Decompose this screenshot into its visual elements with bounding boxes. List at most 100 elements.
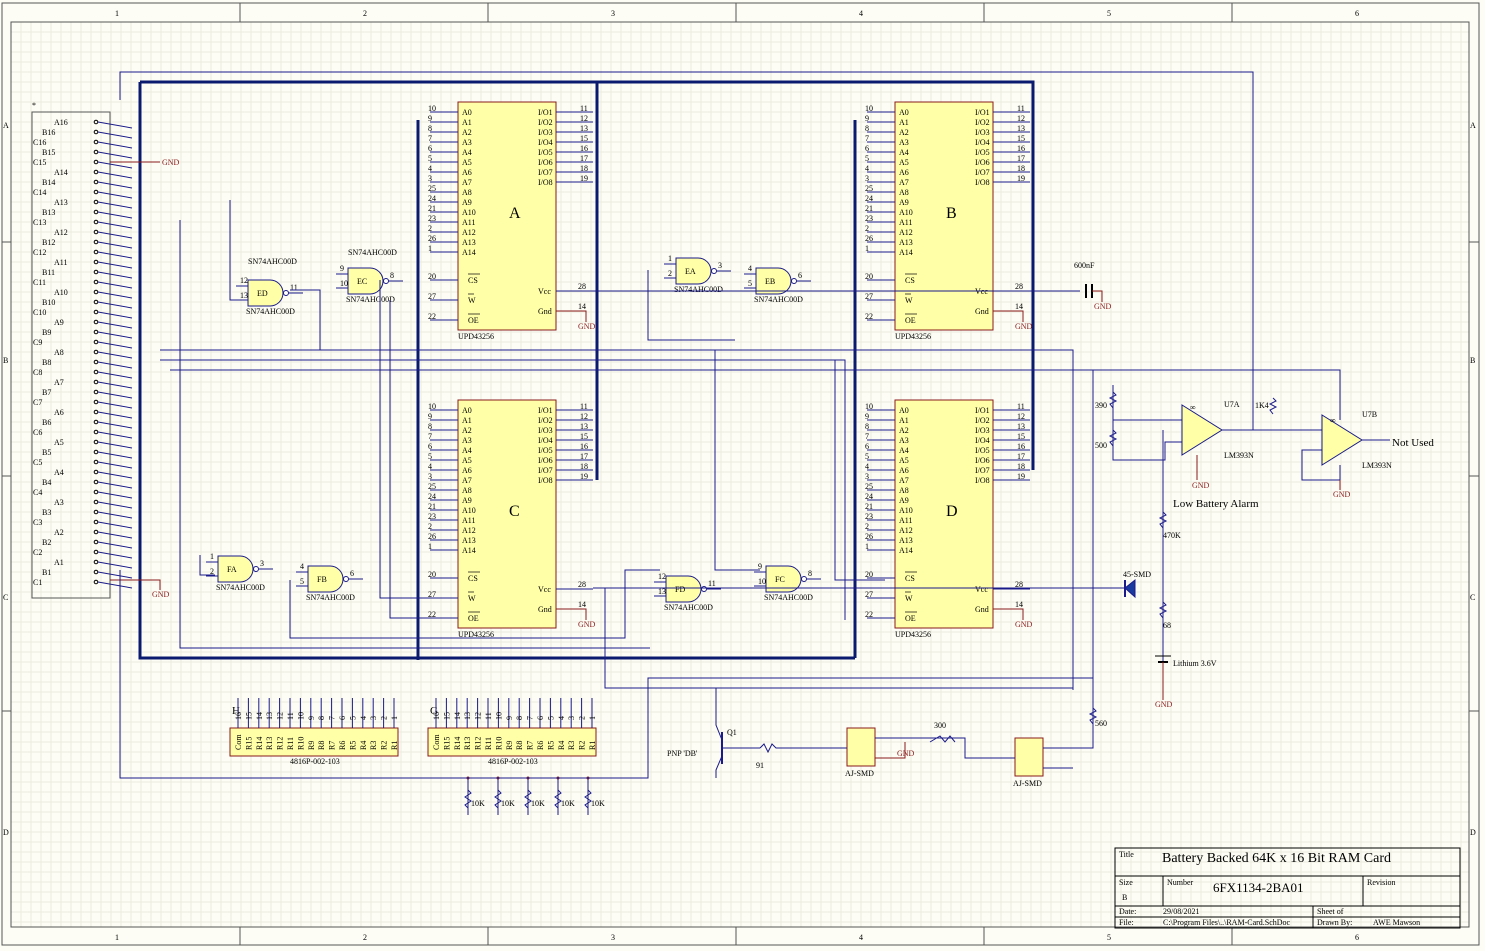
pin-number: 22 (428, 312, 436, 321)
connector-pin-label: B11 (42, 268, 55, 277)
address-pin-label: A12 (462, 526, 476, 535)
resistor-470k: 470K (1163, 531, 1181, 540)
pack-pin-label: R6 (338, 741, 347, 750)
pin-number: 12 (474, 712, 483, 720)
connector-pin-label: C16 (33, 138, 46, 147)
address-pin-label: A9 (899, 198, 909, 207)
pin-number: 1 (390, 716, 399, 720)
pin-number: 15 (580, 134, 588, 143)
pin-number: 23 (428, 512, 436, 521)
resistor-560: 560 (1095, 719, 1107, 728)
connector-pin-label: B4 (42, 478, 51, 487)
pin-number: 10 (340, 279, 348, 288)
pin-number: 3 (260, 559, 264, 568)
pin-number: 14 (578, 302, 586, 311)
pin-number: 9 (428, 412, 432, 421)
zone-row-left: A (3, 121, 9, 130)
pack-pin-label: Com (432, 734, 441, 750)
pin-number: 5 (348, 716, 357, 720)
pin-number: 11 (484, 712, 493, 720)
pin-number: 7 (428, 432, 432, 441)
address-pin-label: A4 (899, 446, 909, 455)
pin-number: 1 (865, 244, 869, 253)
pin-number: 2 (578, 716, 587, 720)
pin-number: 9 (340, 264, 344, 273)
pin-number: 8 (428, 422, 432, 431)
address-pin-label: A14 (899, 248, 913, 257)
pin-number: 2 (865, 522, 869, 531)
opamp-part-number: LM393N (1362, 461, 1392, 470)
zone-col-bottom: 6 (1355, 933, 1359, 942)
pack-pin-label: R12 (474, 737, 483, 750)
data-pin-label: I/O2 (538, 416, 553, 425)
zone-col-bottom: 2 (363, 933, 367, 942)
vcc-pin-label: Vcc (538, 287, 551, 296)
connector-pin-label: B16 (42, 128, 55, 137)
address-pin-label: A0 (899, 406, 909, 415)
address-pin-label: A10 (899, 208, 913, 217)
pin-number: 10 (428, 402, 436, 411)
address-pin-label: A1 (462, 118, 472, 127)
address-pin-label: A2 (899, 426, 909, 435)
data-pin-label: I/O1 (975, 406, 990, 415)
pin-number: 8 (390, 271, 394, 280)
control-pin-label: CS (468, 574, 478, 583)
connector-pin-label: C6 (33, 428, 42, 437)
connector-pin-label: A14 (54, 168, 68, 177)
pin-number: 18 (580, 164, 588, 173)
pack-pin-label: R3 (567, 741, 576, 750)
pin-number: 17 (1017, 452, 1025, 461)
address-pin-label: A5 (899, 456, 909, 465)
pin-number: 12 (658, 572, 666, 581)
pack-pin-label: R9 (505, 741, 514, 750)
pin-number: 26 (428, 532, 436, 541)
data-pin-label: I/O6 (538, 456, 553, 465)
pin-number: 14 (453, 712, 462, 720)
data-pin-label: I/O7 (975, 466, 990, 475)
chip-part-number: UPD43256 (895, 630, 931, 639)
data-pin-label: I/O1 (538, 406, 553, 415)
gate-part-number: SN74AHC00D (764, 593, 813, 602)
pack-pin-label: R5 (348, 741, 357, 750)
gate-designator: FC (775, 575, 785, 584)
connector-pin-label: B7 (42, 388, 51, 397)
address-pin-label: A5 (462, 456, 472, 465)
pin-number: 6 (428, 144, 432, 153)
pack-pin-label: R13 (463, 737, 472, 750)
pin-number: 11 (580, 104, 588, 113)
address-pin-label: A11 (899, 218, 912, 227)
pin-number: 19 (1017, 472, 1025, 481)
pin-number: 15 (442, 712, 451, 720)
zone-row-left: D (3, 828, 9, 837)
pack-pin-label: R2 (380, 741, 389, 750)
pin-number: 11 (1017, 104, 1025, 113)
address-pin-label: A8 (899, 486, 909, 495)
data-pin-label: I/O8 (538, 476, 553, 485)
pin-number: 2 (865, 224, 869, 233)
address-pin-label: A10 (899, 506, 913, 515)
pin-number: 27 (428, 590, 436, 599)
pin-number: 13 (580, 124, 588, 133)
diode-label: 45-SMD (1123, 570, 1151, 579)
pin-number: 20 (865, 570, 873, 579)
data-pin-label: I/O1 (538, 108, 553, 117)
pin-number: 1 (865, 542, 869, 551)
pack-pin-label: R11 (484, 737, 493, 750)
address-pin-label: A6 (899, 466, 909, 475)
pin-number: 4 (557, 716, 566, 720)
pin-number: 26 (865, 532, 873, 541)
pin-number: 14 (1015, 302, 1023, 311)
zone-row-right: D (1470, 828, 1476, 837)
gate-designator: EA (685, 267, 696, 276)
pack-part-number: 4816P-002-103 (488, 757, 538, 766)
pin-number: 6 (536, 716, 545, 720)
pin-number: 10 (758, 577, 766, 586)
memory-chip-d: DUPD43256A010A19A28A37A46A55A64A73A825A9… (865, 399, 1033, 639)
data-pin-label: I/O6 (975, 158, 990, 167)
gate-part-number: SN74AHC00D (674, 285, 723, 294)
pin-number: 12 (580, 114, 588, 123)
pin-number: 10 (494, 712, 503, 720)
gnd-label: GND (578, 620, 596, 629)
pin-number: 4 (748, 264, 752, 273)
